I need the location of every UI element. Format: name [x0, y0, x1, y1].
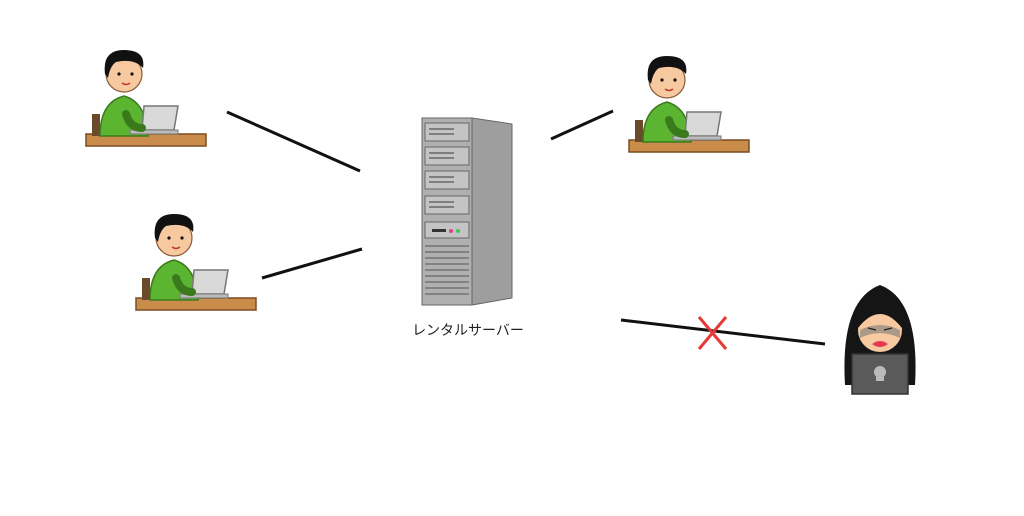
- server-label: レンタルサーバー: [412, 323, 524, 339]
- connection-line-user-3: [550, 109, 614, 141]
- server-tower-icon: [421, 117, 513, 306]
- connection-line-attacker: [620, 318, 826, 346]
- user-2-person-laptop-icon: [136, 214, 256, 310]
- user-3-person-laptop-icon: [629, 56, 749, 152]
- connection-line-user-2: [261, 247, 363, 280]
- blocked-x-icon: [697, 316, 728, 350]
- hooded-hacker-icon: [844, 285, 916, 395]
- user-1-person-laptop-icon: [86, 50, 206, 146]
- connection-line-user-1: [226, 110, 361, 173]
